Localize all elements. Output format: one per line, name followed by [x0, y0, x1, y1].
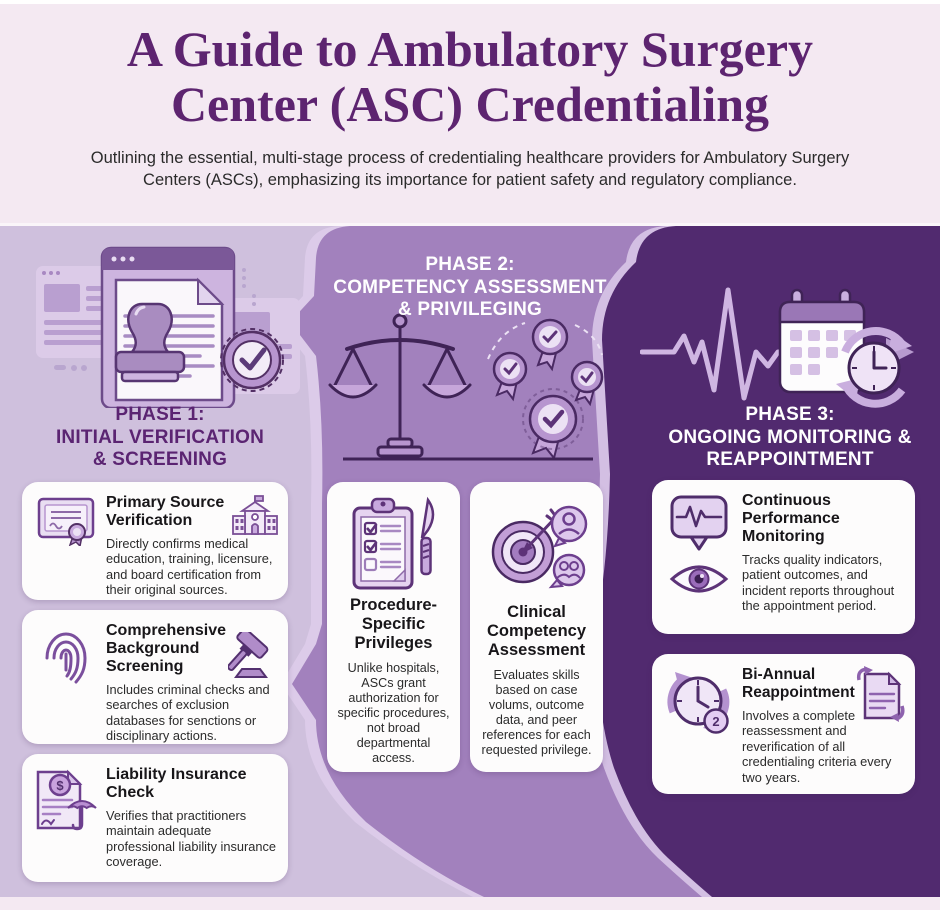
card-body: Directly confirms medical education, tra…: [106, 536, 273, 598]
dashed-arc-decoration: [487, 322, 603, 360]
phase3-title: PHASE 3: ONGOING MONITORING & REAPPOINTM…: [668, 404, 912, 470]
card-body: Verifies that practitioners maintain ade…: [106, 808, 277, 870]
insurance-document-icon: $: [36, 769, 97, 831]
dots-decoration: [54, 268, 256, 371]
clock-refresh-icon: [836, 327, 912, 408]
people-bubble-icon: [548, 553, 585, 588]
certificate-icon: [37, 497, 95, 546]
eye-icon: [669, 565, 729, 593]
card-procedure-specific-privileges: Procedure- Specific Privileges Unlike ho…: [327, 482, 460, 772]
scalpel-icon: [419, 496, 434, 576]
card-body: Includes criminal checks and searches of…: [106, 682, 270, 744]
person-bubble-icon: [550, 505, 587, 548]
target-feedback-icon: [491, 505, 587, 588]
card-body: Evaluates skills based on case volums, o…: [481, 668, 592, 757]
phase3-illustration: [640, 287, 914, 408]
phase1-title: PHASE 1: INITIAL VERIFICATION & SCREENIN…: [55, 404, 265, 470]
card-body: Unlike hospitals, ASCs grant authorizati…: [337, 661, 450, 765]
page-subtitle: Outlining the essential, multi-stage pro…: [90, 149, 850, 189]
approval-badge-icon: [220, 328, 284, 392]
clipboard-scalpel-icon: [352, 496, 434, 590]
card-clinical-competency-assessment: Clinical Competency Assessment Evaluates…: [470, 482, 603, 772]
card-title: Bi-Annual Reappointment: [742, 666, 855, 701]
card-primary-source-verification: Primary Source Verification Directly con…: [22, 482, 288, 600]
page-title: A Guide to Ambulatory Surgery Center (AS…: [126, 21, 814, 132]
balance-scale-icon: [328, 313, 472, 458]
phase1-illustration: [36, 246, 300, 408]
pulse-monitor-icon: [670, 495, 728, 551]
card-bi-annual-reappointment: 2 Bi-Annual Reappointment Involves a com…: [652, 654, 915, 794]
card-liability-insurance-check: $ Liability Insurance Check Verifies tha…: [22, 754, 288, 882]
card-title: Continuous Performance Monitoring: [742, 492, 840, 545]
clock-cycle-icon: 2: [667, 672, 730, 734]
umbrella-icon: [67, 800, 97, 831]
svg-text:$: $: [56, 778, 64, 793]
school-icon: [232, 495, 278, 535]
document-refresh-icon: [856, 666, 905, 722]
badge-2: 2: [712, 714, 719, 729]
card-title: Primary Source Verification: [106, 494, 225, 529]
phase2-title: PHASE 2: COMPETENCY ASSESSMENT & PRIVILE…: [333, 254, 607, 320]
card-body: Involves a complete reassessment and rev…: [742, 708, 892, 785]
card-title: Procedure- Specific Privileges: [349, 596, 438, 652]
card-title: Clinical Competency Assessment: [486, 603, 587, 659]
dollar-icon: [48, 773, 72, 797]
card-body: Tracks quality indicators, patient outco…: [742, 552, 895, 614]
card-comprehensive-background-screening: Comprehensive Background Screening Inclu…: [22, 610, 288, 744]
card-continuous-performance-monitoring: Continuous Performance Monitoring Tracks…: [652, 480, 915, 634]
stamp-icon: [114, 302, 186, 383]
phase2-illustration: [328, 313, 604, 461]
card-title: Liability Insurance Check: [106, 766, 247, 801]
fingerprint-icon: [45, 632, 87, 684]
award-badge-icon: [492, 318, 604, 461]
gavel-icon: [228, 632, 269, 678]
card-title: Comprehensive Background Screening: [106, 622, 227, 675]
